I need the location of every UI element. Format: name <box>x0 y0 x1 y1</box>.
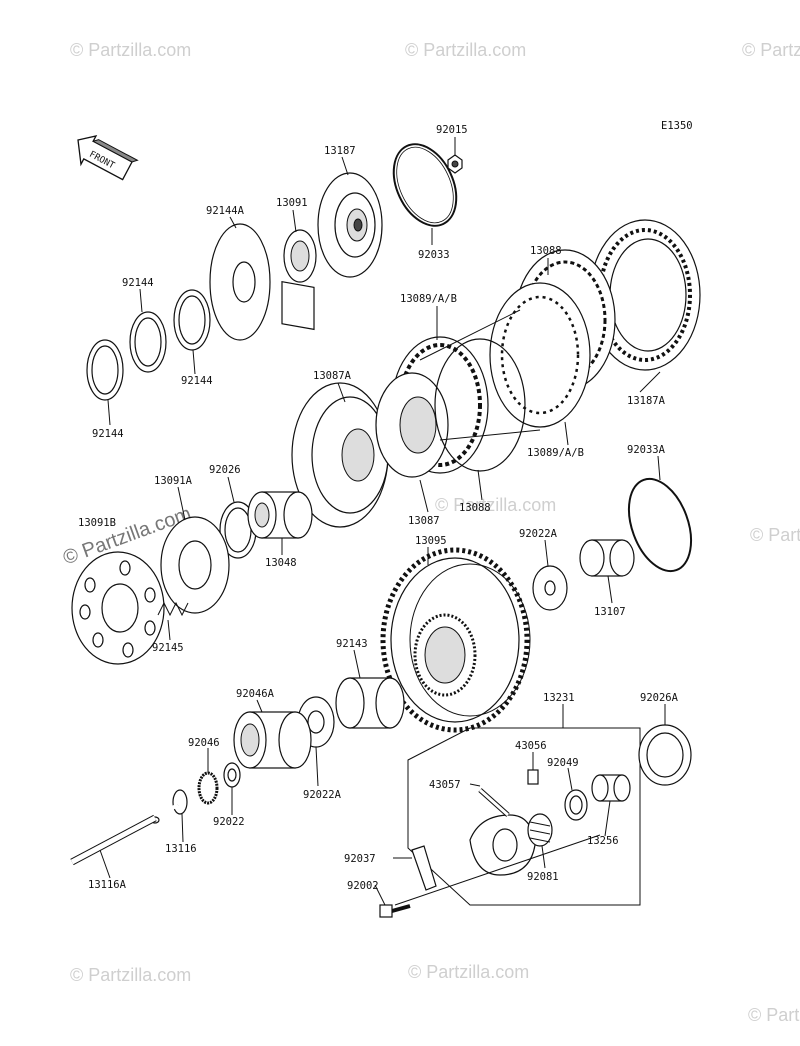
label-13187A: 13187A <box>627 395 666 407</box>
label-13089: 13089/A/B <box>400 293 457 305</box>
watermark: © Partzilla.com <box>742 40 800 60</box>
part-92026A-gasket <box>638 724 692 786</box>
part-92144A-plate <box>209 223 271 341</box>
part-13089-steel-plate <box>489 282 591 428</box>
label-43056: 43056 <box>515 740 547 752</box>
label-92049: 92049 <box>547 757 579 769</box>
label-13087A: 13087A <box>313 370 352 382</box>
part-92144-washer <box>86 339 124 401</box>
part-13087-clutch-hub <box>375 336 489 478</box>
part-92002-bolt <box>379 904 411 918</box>
label-13231: 13231 <box>543 692 575 704</box>
leader-line <box>419 309 521 361</box>
label-92033: 92033 <box>418 249 450 261</box>
label-92033A: 92033A <box>627 444 666 456</box>
label-13187: 13187 <box>324 145 356 157</box>
label-13048: 13048 <box>265 557 297 569</box>
part-13107-sleeve <box>579 539 635 577</box>
part-92022A-washer <box>532 565 568 611</box>
part-13091-sleeve <box>281 229 317 331</box>
label-13116: 13116 <box>165 843 197 855</box>
part-43057-lever <box>478 788 510 817</box>
label-92144: 92144 <box>122 277 154 289</box>
part-92145-spring <box>157 601 189 617</box>
part-13088-friction-plate <box>434 338 526 472</box>
label-13091B: 13091B <box>78 517 116 529</box>
part-92037-clamp <box>411 845 437 891</box>
label-92026A: 92026A <box>640 692 679 704</box>
label-13256: 13256 <box>587 835 619 847</box>
label-92145: 92145 <box>152 642 184 654</box>
part-13091B-spring-plate <box>71 551 165 665</box>
watermark: © Partzilla.com <box>748 1005 800 1025</box>
assembly-13231-outline <box>407 727 641 906</box>
watermark: © Partzilla.com <box>435 495 557 515</box>
watermark: © Partzilla.com <box>750 525 800 545</box>
label-13095: 13095 <box>415 535 447 547</box>
label-92046: 92046 <box>188 737 220 749</box>
label-13091: 13091 <box>276 197 308 209</box>
front-arrow-icon: FRONT <box>77 135 139 181</box>
label-13091A: 13091A <box>154 475 193 487</box>
part-92046A-needle-bearing <box>233 711 312 769</box>
label-92081: 92081 <box>527 871 559 883</box>
leader-line <box>439 429 541 441</box>
label-92022A: 92022A <box>303 789 342 801</box>
label-92046A: 92046A <box>236 688 275 700</box>
diagram-code: E1350 <box>661 120 693 132</box>
label-43057: 43057 <box>429 779 461 791</box>
part-13116A-rod <box>70 814 157 866</box>
part-92046-thrust-bearing <box>197 771 219 805</box>
label-92143: 92143 <box>336 638 368 650</box>
part-13187-pressure-plate <box>317 172 383 278</box>
watermark: © Partzilla.com <box>70 965 192 985</box>
part-92081-spring <box>527 813 553 847</box>
watermark: © Partzilla.com <box>405 40 527 60</box>
watermark: © Partzilla.com <box>408 962 530 982</box>
part-92022-washer <box>223 762 241 788</box>
part-labels: E1350 92015 13187 13091 92144A 92033 130… <box>78 120 693 892</box>
label-92022: 92022 <box>213 816 245 828</box>
part-92033A-circlip <box>627 477 693 573</box>
part-13048-sleeve <box>247 491 313 539</box>
part-92033-circlip <box>392 143 458 227</box>
label-13087: 13087 <box>408 515 440 527</box>
part-43056-bleeder <box>527 769 539 785</box>
label-13107: 13107 <box>594 606 626 618</box>
part-92143-collar <box>335 677 405 729</box>
watermark: © Partzilla.com <box>70 40 192 60</box>
part-92049-seal <box>564 789 588 821</box>
part-13256-piston <box>591 774 631 802</box>
label-92037: 92037 <box>344 853 376 865</box>
part-13091A-lifter-plate <box>160 516 230 614</box>
label-13116A: 13116A <box>88 879 127 891</box>
label-92022A: 92022A <box>519 528 558 540</box>
label-92144: 92144 <box>92 428 124 440</box>
part-92144-washer <box>129 311 167 373</box>
label-92144: 92144 <box>181 375 213 387</box>
assembly-axis-line <box>394 834 601 906</box>
part-92144-washer <box>173 289 211 351</box>
label-92015: 92015 <box>436 124 468 136</box>
part-13095-clutch-housing-gear <box>380 547 531 733</box>
part-13087A-clutch-housing <box>291 382 389 528</box>
part-92015-nut <box>447 154 463 174</box>
label-92002: 92002 <box>347 880 379 892</box>
label-13089: 13089/A/B <box>527 447 584 459</box>
label-13088: 13088 <box>459 502 491 514</box>
part-13187A-friction-plate <box>589 219 701 371</box>
leader-lines <box>99 137 666 906</box>
part-13231-cover <box>469 814 536 876</box>
label-92144A: 92144A <box>206 205 245 217</box>
label-13088: 13088 <box>530 245 562 257</box>
label-92026: 92026 <box>209 464 241 476</box>
